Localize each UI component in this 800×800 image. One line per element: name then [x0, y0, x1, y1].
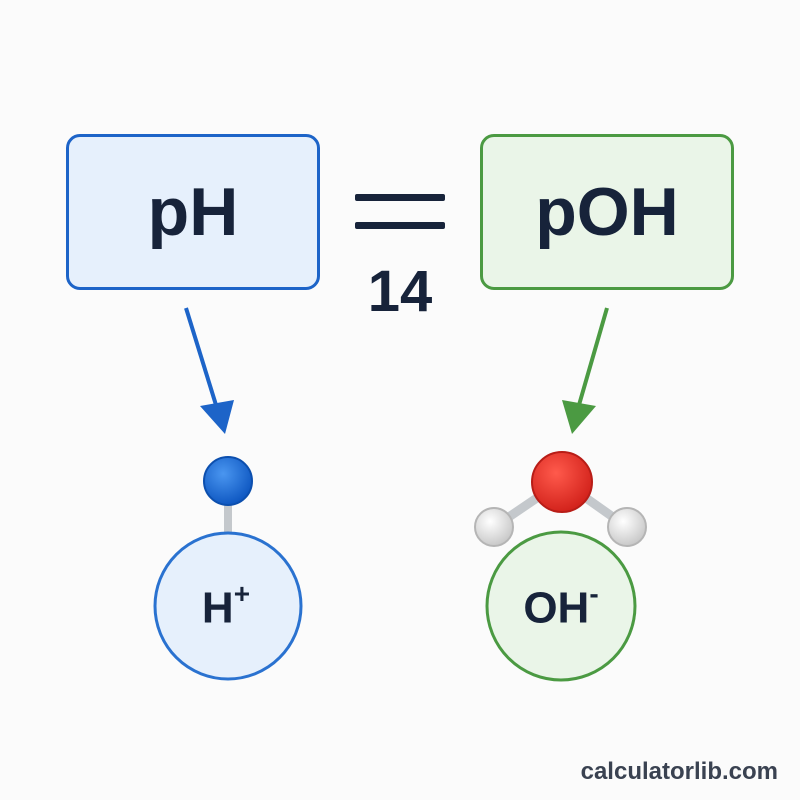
ph-to-h-ion-arrow	[184, 307, 234, 434]
hydrogen-ion-atom	[203, 456, 253, 506]
equals-sign	[355, 194, 445, 234]
constant-value: 14	[367, 259, 433, 324]
hydrogen-ion-model	[153, 456, 303, 681]
hydroxide-ion-symbol: OH	[523, 583, 590, 633]
site-watermark: calculatorlib.com	[580, 758, 778, 785]
hydrogen-ion-label: H+	[166, 578, 286, 634]
hydroxide-ion-label: OH-	[501, 578, 621, 634]
hydroxide-ion-circle	[485, 530, 637, 682]
poh-box: pOH	[480, 134, 734, 290]
poh-label: pOH	[535, 174, 679, 250]
poh-to-oh-ion-arrow	[562, 307, 609, 434]
oxygen-atom	[531, 451, 593, 513]
hydrogen-ion-circle	[153, 531, 303, 681]
ph-label: pH	[147, 174, 239, 250]
hydroxide-ion-charge: -	[589, 578, 599, 609]
hydrogen-ion-charge: +	[233, 578, 251, 609]
hydrogen-atom-right	[607, 507, 647, 547]
hydrogen-ion-symbol: H	[201, 583, 234, 633]
hydroxide-ion-model	[474, 451, 647, 682]
ph-box: pH	[66, 134, 320, 290]
hydrogen-atom-left	[474, 507, 514, 547]
